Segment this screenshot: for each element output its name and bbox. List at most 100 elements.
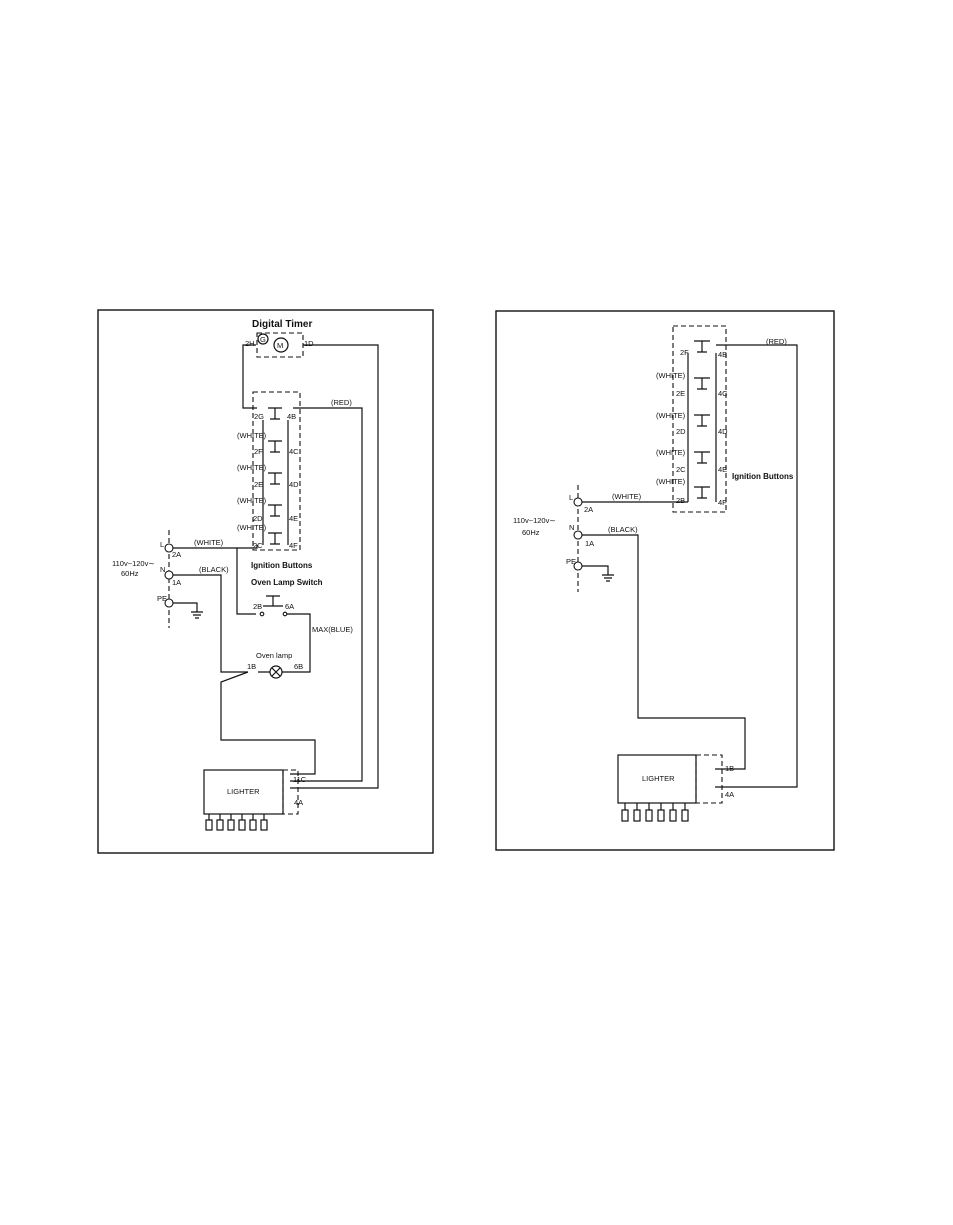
terminal-n-label: N [160, 565, 165, 574]
oven-lamp-label: Oven lamp [256, 651, 292, 660]
terminal-4e-label: 4E [289, 514, 298, 523]
terminal-2g-label: 2G [254, 412, 264, 421]
wire-2h-to-2g [242, 344, 257, 409]
terminal-pe-label: PE [157, 594, 167, 603]
right-terminal-n-label: N [569, 523, 574, 532]
terminal-1a-label: 1A [172, 578, 181, 587]
oven-lamp-switch-label: Oven Lamp Switch [251, 578, 323, 587]
right-terminal-2b-label: 2B [676, 496, 685, 505]
right-white-label-3: (WHITE) [656, 448, 686, 457]
white-wire-l [173, 547, 256, 615]
supply-frequency-label: 60Hz [121, 569, 139, 578]
right-terminal-4f-label: 4F [718, 498, 727, 507]
terminal-4d-label: 4D [289, 480, 299, 489]
right-ground-symbol [582, 565, 614, 582]
right-white-label-4: (WHITE) [656, 477, 686, 486]
right-terminal-pe-label: PE [566, 557, 576, 566]
right-terminal-4e-label: 4E [718, 465, 727, 474]
supply-voltage-label: 110v~120v∼ [112, 559, 155, 568]
right-terminal-2c-label: 2C [676, 465, 686, 474]
terminal-2f-label: 2F [254, 447, 263, 456]
right-terminal-l-label: L [569, 493, 573, 502]
right-red-wire-4b-to-4a [715, 344, 798, 788]
white-label-4: (WHITE) [237, 523, 267, 532]
right-diagram-frame [495, 310, 835, 851]
terminal-4b-label: 4B [287, 412, 296, 421]
right-ignition-button-5 [694, 486, 710, 499]
terminal-2a-label: 2A [172, 550, 181, 559]
right-ignition-button-4 [694, 451, 710, 464]
right-white-label-1: (WHITE) [656, 371, 686, 380]
terminal-6b-label: 6B [294, 662, 303, 671]
left-lighter-terminal-box [282, 769, 299, 815]
left-ignition-button-4 [268, 504, 282, 517]
timer-g-label: G [260, 335, 266, 344]
terminal-11c-label: 11C [293, 775, 307, 784]
terminal-2b-label: 2B [253, 602, 262, 611]
left-diagram-frame [97, 309, 434, 854]
left-ignition-bus-wires [262, 420, 289, 545]
white-label-3: (WHITE) [237, 496, 267, 505]
terminal-2d-label: 2D [253, 514, 263, 523]
left-ignition-buttons-label: Ignition Buttons [251, 561, 313, 570]
right-ignition-buttons-label: Ignition Buttons [732, 472, 794, 481]
wire-1d-to-lighter [290, 344, 379, 789]
terminal-2e-label: 2E [254, 480, 263, 489]
right-terminal-n-node [573, 530, 583, 540]
right-terminal-4b-label: 4B [718, 350, 727, 359]
red-wire-4b-to-lighter [290, 407, 363, 782]
timer-g-symbol [257, 333, 269, 345]
right-terminal-1a-label: 1A [585, 539, 594, 548]
terminal-2b-node [259, 611, 265, 617]
right-wiring-diagram: 2F 4B 2E 4C 2D 4D 2C 4E 2B 4F (WHITE) (W… [495, 310, 835, 851]
timer-motor-label: M [277, 341, 283, 350]
timer-motor-symbol [273, 337, 289, 353]
right-black-wire-n-label: (BLACK) [608, 525, 638, 534]
white-wire-l-label: (WHITE) [194, 538, 224, 547]
right-ignition-buttons-box [672, 325, 727, 513]
terminal-4a-label: 4A [294, 798, 303, 807]
terminal-2h-label: 2H [245, 339, 255, 348]
max-blue-wire [287, 613, 311, 673]
right-terminal-4d-label: 4D [718, 427, 728, 436]
right-lighter-terminal-box [695, 754, 723, 804]
terminal-4f-label: 4F [289, 541, 298, 550]
right-white-wire-l-label: (WHITE) [612, 492, 642, 501]
right-terminal-2a-label: 2A [584, 505, 593, 514]
right-white-label-2: (WHITE) [656, 411, 686, 420]
right-terminal-2d-label: 2D [676, 427, 686, 436]
wire-1b-to-lighter [220, 671, 316, 775]
oven-lamp-switch-symbol [263, 595, 283, 607]
right-lighter-electrodes [621, 803, 689, 822]
left-ignition-button-3 [268, 472, 282, 485]
terminal-4c-label: 4C [289, 447, 299, 456]
right-terminal-2f-label: 2F [680, 348, 689, 357]
oven-lamp-cross [271, 667, 281, 677]
left-wiring-diagram: Digital Timer G M 2H 1D 2G 4B 2F 4C [97, 309, 434, 854]
left-lighter-electrodes [205, 814, 268, 831]
right-terminal-l-node [573, 497, 583, 507]
terminal-1d-label: 1D [304, 339, 314, 348]
right-ignition-button-2 [694, 377, 710, 390]
right-red-wire-label: (RED) [766, 337, 787, 346]
black-wire-n [173, 574, 248, 673]
right-ignition-button-3 [694, 414, 710, 427]
digital-timer-title: Digital Timer [252, 319, 312, 330]
terminal-1b-label: 1B [247, 662, 256, 671]
terminal-l-label: L [160, 540, 164, 549]
left-ignition-button-2 [268, 440, 282, 453]
right-terminal-4a-label: 4A [725, 790, 734, 799]
left-ground-symbol [173, 602, 203, 619]
right-terminal-2e-label: 2E [676, 389, 685, 398]
right-terminal-1b-label: 1B [725, 764, 734, 773]
terminal-2c-label: 2C [253, 541, 263, 550]
right-supply-frequency-label: 60Hz [522, 528, 540, 537]
right-lighter-label: LIGHTER [642, 774, 675, 783]
left-lighter-label: LIGHTER [227, 787, 260, 796]
white-label-1: (WHITE) [237, 431, 267, 440]
white-label-2: (WHITE) [237, 463, 267, 472]
red-wire-label: (RED) [331, 398, 352, 407]
left-ignition-button-5 [268, 532, 282, 545]
right-ignition-button-1 [694, 340, 710, 353]
